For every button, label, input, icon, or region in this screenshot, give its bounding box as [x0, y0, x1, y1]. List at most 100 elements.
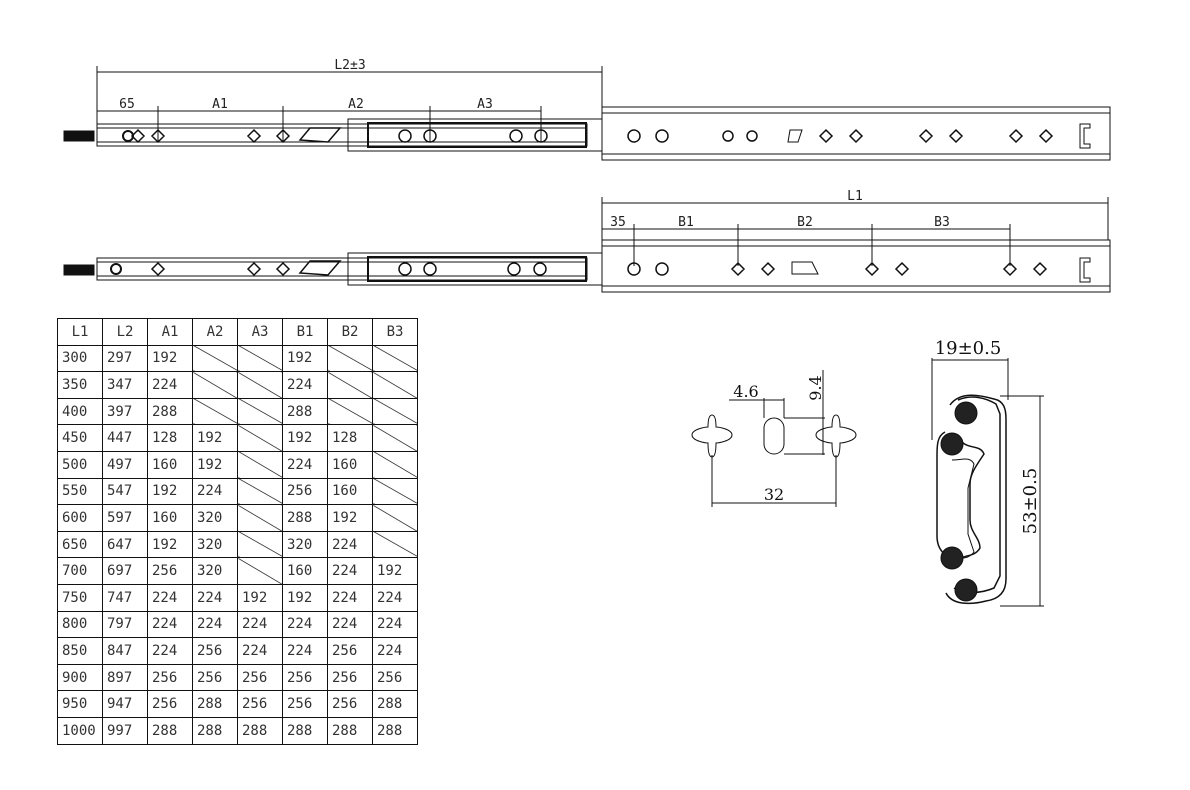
table-cell: 320 [192, 504, 238, 532]
table-cell: 224 [147, 610, 193, 639]
slot-height-label: 9.4 [806, 375, 825, 400]
not-applicable-cell [192, 397, 238, 426]
not-applicable-cell [237, 530, 283, 559]
table-cell: 192 [282, 583, 328, 612]
table-cell: 224 [327, 583, 373, 612]
not-applicable-cell [237, 424, 283, 452]
table-cell: 192 [147, 530, 193, 559]
bottom-view-slide: L1 35 B1 B2 B3 [63, 189, 1111, 293]
table-cell: 700 [57, 557, 103, 585]
column-header: A2 [192, 318, 238, 346]
table-cell: 800 [57, 610, 103, 639]
inner-member [96, 123, 588, 147]
table-cell: 256 [282, 690, 328, 718]
table-cell: 256 [147, 557, 193, 585]
dim-label-b2: B2 [797, 215, 813, 230]
dim-label-65: 65 [119, 97, 135, 112]
table-cell: 128 [147, 424, 193, 452]
outer-member [601, 106, 1111, 161]
not-applicable-cell [237, 477, 283, 506]
table-cell: 288 [327, 716, 373, 745]
table-cell: 288 [282, 504, 328, 532]
not-applicable-cell [372, 344, 418, 373]
table-cell: 320 [192, 557, 238, 585]
table-cell: 224 [327, 530, 373, 559]
not-applicable-cell [327, 397, 373, 426]
dim-label-l1: L1 [847, 189, 863, 204]
not-applicable-cell [372, 530, 418, 559]
table-cell: 400 [57, 397, 103, 426]
cross-section: 19±0.5 53±0.5 [931, 338, 1044, 607]
top-view-slide: L2±3 65 A1 A2 A3 [63, 58, 1111, 161]
dim-label-b1: B1 [678, 215, 694, 230]
hole-detail: 4.6 9.4 32 [691, 370, 857, 507]
table-cell: 224 [372, 637, 418, 665]
table-cell: 256 [282, 663, 328, 692]
table-cell: 192 [282, 344, 328, 373]
table-cell: 500 [57, 450, 103, 479]
dim-label-l2: L2±3 [334, 58, 365, 73]
column-header: A1 [147, 318, 193, 346]
pitch-label: 32 [764, 485, 784, 504]
table-cell: 288 [147, 716, 193, 745]
not-applicable-cell [327, 344, 373, 373]
table-cell: 192 [327, 504, 373, 532]
not-applicable-cell [237, 371, 283, 399]
dim-label-a1: A1 [212, 97, 228, 112]
table-cell: 350 [57, 371, 103, 399]
outer-member [601, 239, 1111, 293]
table-cell: 192 [192, 450, 238, 479]
table-cell: 950 [57, 690, 103, 718]
not-applicable-cell [237, 397, 283, 426]
not-applicable-cell [372, 397, 418, 426]
table-cell: 256 [192, 637, 238, 665]
not-applicable-cell [372, 504, 418, 532]
table-cell: 224 [147, 371, 193, 399]
dim-label-b3: B3 [934, 215, 950, 230]
table-cell: 192 [372, 557, 418, 585]
column-header: A3 [237, 318, 283, 346]
table-cell: 697 [102, 557, 148, 585]
not-applicable-cell [192, 371, 238, 399]
table-cell: 160 [147, 504, 193, 532]
table-cell: 297 [102, 344, 148, 373]
dim-label-a2: A2 [348, 97, 364, 112]
table-cell: 288 [282, 716, 328, 745]
table-cell: 497 [102, 450, 148, 479]
table-cell: 947 [102, 690, 148, 718]
table-cell: 850 [57, 637, 103, 665]
table-cell: 224 [327, 610, 373, 639]
table-cell: 397 [102, 397, 148, 426]
width-label: 19±0.5 [935, 338, 1002, 359]
table-cell: 224 [237, 637, 283, 665]
table-cell: 288 [192, 690, 238, 718]
column-header: B3 [372, 318, 418, 346]
table-cell: 600 [57, 504, 103, 532]
table-cell: 288 [237, 716, 283, 745]
table-cell: 224 [282, 371, 328, 399]
table-cell: 224 [372, 583, 418, 612]
release-lever [63, 130, 95, 142]
table-cell: 128 [327, 424, 373, 452]
table-cell: 256 [237, 663, 283, 692]
table-cell: 750 [57, 583, 103, 612]
table-cell: 320 [192, 530, 238, 559]
table-cell: 288 [282, 397, 328, 426]
table-cell: 320 [282, 530, 328, 559]
table-cell: 224 [192, 610, 238, 639]
table-cell: 447 [102, 424, 148, 452]
table-cell: 550 [57, 477, 103, 506]
not-applicable-cell [192, 344, 238, 373]
table-cell: 797 [102, 610, 148, 639]
table-cell: 597 [102, 504, 148, 532]
